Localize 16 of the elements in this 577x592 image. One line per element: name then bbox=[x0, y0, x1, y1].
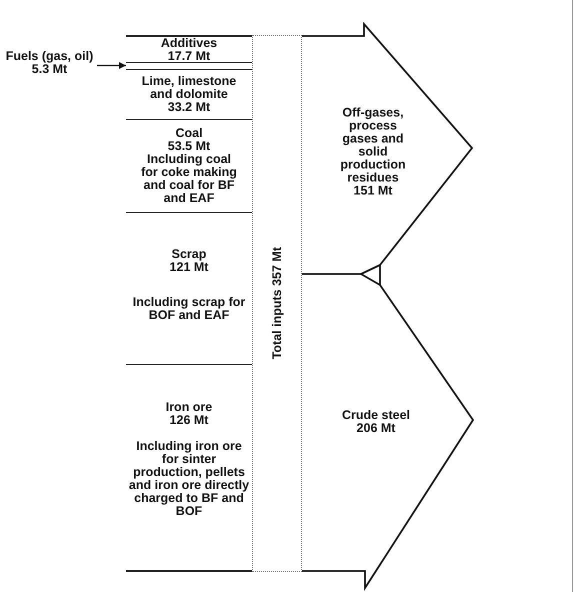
flow-note: Including scrap for BOF and EAF bbox=[132, 296, 246, 322]
flow-note: Including coal for coke making and coal for BF and EAF bbox=[140, 153, 238, 205]
flow-note: Including iron ore for sinter production, pellets and iron ore directly charged to BF and BOF bbox=[128, 440, 250, 518]
total-inputs-column bbox=[252, 35, 302, 572]
flow-label: Fuels (gas, oil) 5.3 Mt bbox=[2, 50, 97, 77]
flow-label: Scrap 121 Mt bbox=[168, 248, 210, 274]
input-band bbox=[126, 364, 252, 572]
flow-label: Off-gases, process gases and solid production residues 151 Mt bbox=[339, 106, 407, 198]
input-band bbox=[126, 35, 252, 62]
flow-label: Lime, limestone and dolomite 33.2 Mt bbox=[140, 75, 238, 114]
flow-label: Crude steel 206 Mt bbox=[340, 409, 412, 435]
arrow bbox=[97, 62, 126, 69]
flow-label: Iron ore 126 Mt bbox=[164, 401, 214, 427]
flow-label: Additives 17.7 Mt bbox=[160, 36, 218, 62]
column-label: Total inputs 357 Mt bbox=[270, 247, 284, 360]
flow-label: Coal 53.5 Mt bbox=[166, 127, 212, 153]
